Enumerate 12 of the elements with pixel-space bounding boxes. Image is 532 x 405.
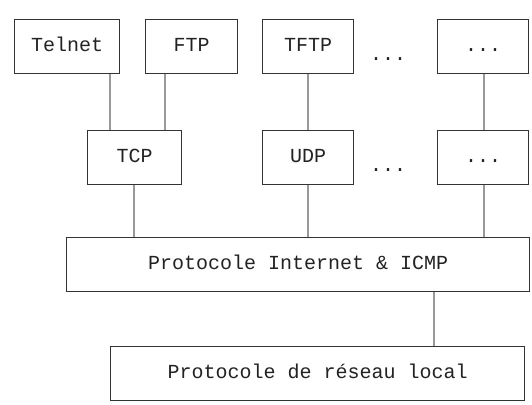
protocol-box: ... [437, 130, 529, 185]
protocol-box: ... [437, 19, 529, 74]
connector-line [164, 74, 166, 130]
protocol-box: Telnet [14, 19, 120, 74]
protocol-box: FTP [145, 19, 238, 74]
protocol-box: TFTP [262, 19, 354, 74]
protocol-box: UDP [262, 130, 354, 185]
protocol-box: Protocole de réseau local [110, 346, 525, 401]
ellipsis-label: ... [370, 157, 406, 177]
protocol-box: TCP [87, 130, 182, 185]
ellipsis-label: ... [370, 46, 406, 66]
protocol-box: Protocole Internet & ICMP [66, 237, 530, 292]
